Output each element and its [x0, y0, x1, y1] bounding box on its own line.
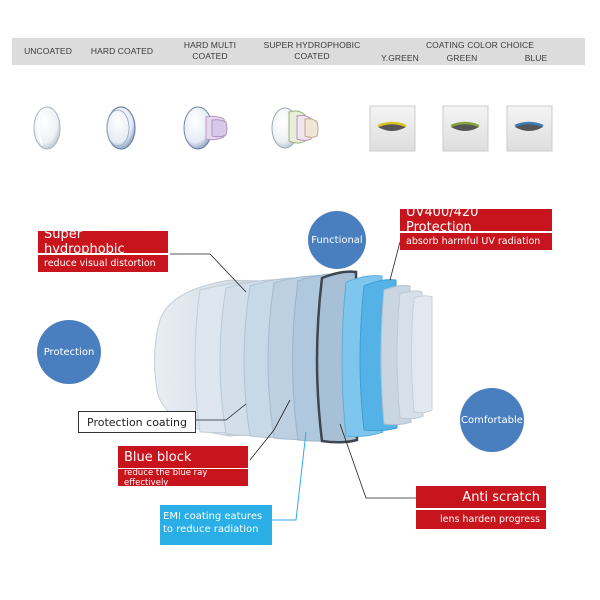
protection-coating-label: Protection coating [78, 411, 196, 433]
anti-scratch-sub: lens harden progress [416, 510, 546, 529]
functional-circle: Functional [308, 211, 366, 269]
hard-coated-lens-thumb [106, 106, 136, 150]
green-coating-swatch [442, 105, 489, 152]
uncoated-lens-thumb [33, 106, 61, 150]
comfortable-circle: Comfortable [460, 388, 524, 452]
connector-emi [272, 431, 307, 521]
lens-layers [194, 270, 433, 444]
uv-protection-title: UV400/420 Protection [400, 205, 552, 235]
y-green-coating-swatch [369, 105, 416, 152]
header-y-green: Y.GREEN [381, 53, 419, 63]
header-super-hydrophobic: SUPER HYDROPHOBIC COATED [252, 40, 372, 62]
super-hydrophobic-title: Super hydrophobic [38, 227, 168, 257]
header-hard-multi-line1: HARD MULTI [183, 40, 237, 50]
connector-super-hydrophobic [170, 253, 247, 293]
header-green: GREEN [446, 53, 478, 63]
blue-block-title: Blue block [118, 446, 248, 468]
connector-blue-block [249, 399, 291, 461]
emi-coating-label: EMI coating eatures to reduce radiation [160, 505, 272, 545]
header-super-hydro-line2: COATED [294, 51, 330, 61]
blue-block-sub: reduce the blue ray effectively [118, 468, 248, 488]
super-hydrophobic-lens-thumb [271, 107, 319, 149]
uv-protection-sub: absorb harmful UV radiation [400, 233, 552, 250]
header-coating-color-choice: COATING COLOR CHOICE [425, 40, 535, 50]
hard-multi-coated-lens-thumb [183, 106, 228, 150]
blue-coating-swatch [506, 105, 553, 152]
anti-scratch-title: Anti scratch [416, 486, 546, 508]
header-hard-coated: HARD COATED [90, 46, 154, 56]
super-hydrophobic-sub: reduce visual distortion [38, 255, 168, 272]
header-blue: BLUE [524, 53, 548, 63]
connector-anti-scratch [339, 423, 420, 499]
header-super-hydro-line1: SUPER HYDROPHOBIC [263, 40, 361, 50]
protection-circle: Protection [37, 320, 101, 384]
header-uncoated: UNCOATED [24, 46, 72, 56]
header-hard-multi-coated: HARD MULTI COATED [168, 40, 252, 62]
connector-lines [170, 241, 420, 499]
connector-uv-protection [389, 241, 401, 281]
header-hard-multi-line2: COATED [192, 51, 228, 61]
connector-protection-coating [196, 403, 247, 421]
header-bar [12, 38, 585, 65]
